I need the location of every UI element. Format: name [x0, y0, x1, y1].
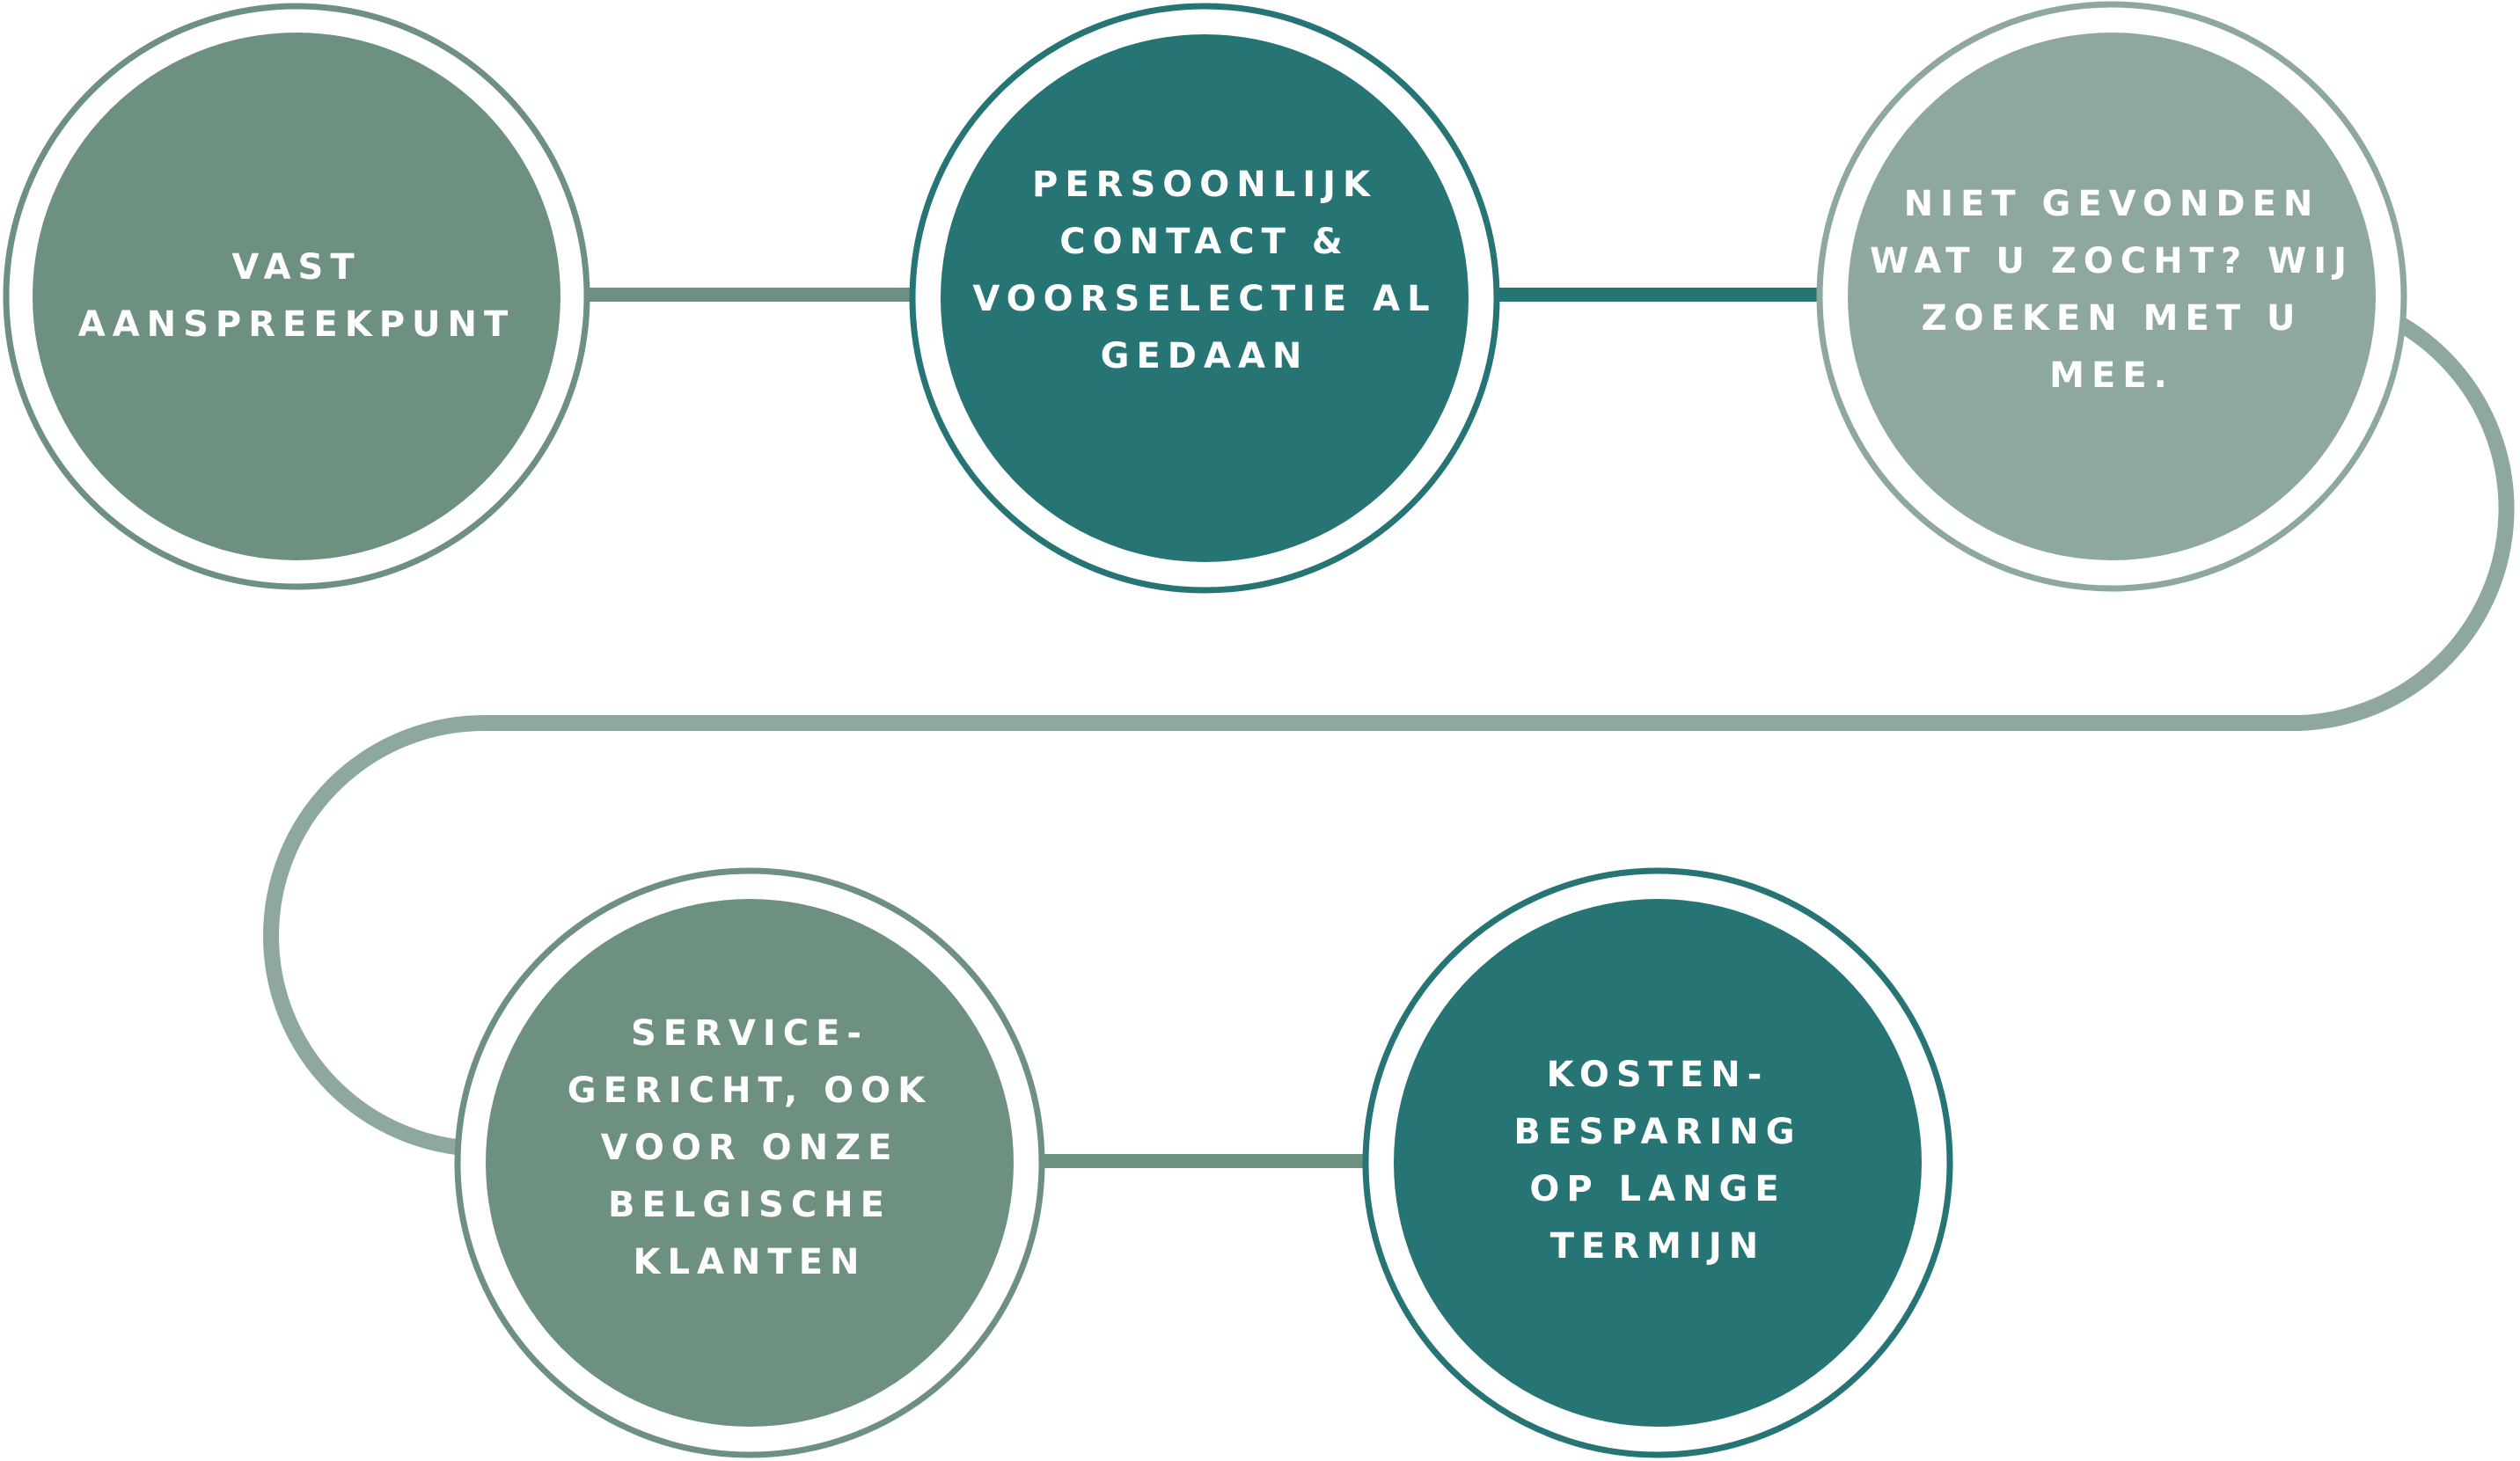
step-5-fill	[1394, 899, 1922, 1427]
connector-3-4	[263, 287, 2515, 1157]
step-4-fill	[486, 899, 1014, 1427]
step-3-fill	[1848, 33, 2376, 560]
step-5	[1362, 867, 1953, 1458]
step-2	[909, 3, 1500, 594]
step-1-fill	[33, 33, 560, 560]
step-4	[454, 867, 1045, 1458]
step-2-fill	[941, 34, 1469, 562]
step-3	[1816, 1, 2407, 592]
step-1	[3, 3, 590, 590]
